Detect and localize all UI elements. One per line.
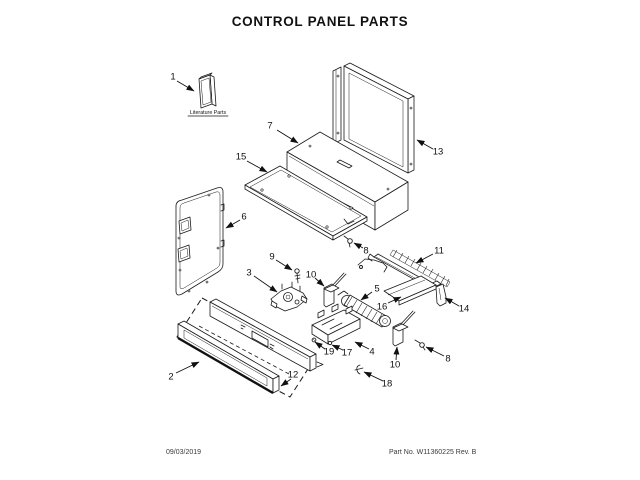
- callout-13: 13: [416, 139, 444, 158]
- callout-3: 3: [246, 268, 278, 293]
- callout-leader-11: [415, 253, 434, 264]
- callout-number-8: 8: [363, 246, 368, 257]
- callout-7: 7: [267, 121, 299, 144]
- callout-leader-6: [225, 219, 241, 229]
- callout-number-14: 14: [459, 304, 470, 315]
- callout-leader-14: [444, 297, 460, 307]
- part-board-mount-3: [270, 281, 308, 312]
- callout-10: 10: [306, 270, 325, 287]
- callout-8: 8: [425, 346, 451, 365]
- callout-number-19: 19: [324, 347, 335, 358]
- callout-leader-1: [176, 80, 195, 92]
- callout-leader-7: [276, 129, 299, 144]
- page-title: CONTROL PANEL PARTS: [232, 14, 409, 29]
- part-bracket-10-left: [323, 272, 347, 308]
- part-screw-8-upper: [343, 235, 353, 248]
- callout-6: 6: [225, 212, 247, 229]
- callout-number-3: 3: [246, 268, 251, 279]
- callout-leader-8: [425, 346, 445, 357]
- callout-leader-8: [353, 242, 364, 250]
- callout-number-17: 17: [342, 348, 353, 359]
- callout-19: 19: [314, 341, 335, 358]
- part-glass-panel-2: [177, 320, 280, 395]
- callout-number-5: 5: [374, 284, 379, 295]
- part-clip-18: [354, 364, 364, 375]
- callout-number-2: 2: [168, 372, 173, 383]
- callout-leader-16: [387, 296, 402, 304]
- callout-11: 11: [415, 246, 444, 264]
- part-bracket-panel-16: [383, 275, 437, 306]
- callout-number-12: 12: [288, 370, 299, 381]
- harness-wire: [357, 258, 388, 273]
- callout-leader-2: [175, 361, 200, 374]
- callout-leader-13: [416, 139, 434, 150]
- callout-number-18: 18: [382, 379, 393, 390]
- callout-number-10: 10: [306, 270, 317, 281]
- footer-part-number: Part No. W11360225 Rev. B: [389, 449, 477, 456]
- callout-leader-15: [246, 160, 268, 173]
- footer-date: 09/03/2019: [166, 449, 201, 456]
- callout-9: 9: [269, 252, 293, 271]
- callout-number-9: 9: [269, 252, 274, 263]
- callout-number-7: 7: [267, 121, 272, 132]
- callout-17: 17: [331, 344, 353, 359]
- part-mounting-bracket-4: [311, 303, 361, 345]
- callout-number-1: 1: [170, 72, 175, 83]
- callout-number-10: 10: [390, 360, 401, 371]
- callout-12: 12: [280, 370, 299, 387]
- callout-leader-4: [354, 341, 370, 350]
- callout-leader-10: [393, 346, 400, 361]
- callout-1: 1: [170, 72, 195, 92]
- callout-15: 15: [236, 152, 268, 173]
- part-display-board-5: [337, 290, 391, 328]
- callout-18: 18: [363, 371, 393, 390]
- callout-number-6: 6: [241, 212, 246, 223]
- callout-8: 8: [353, 242, 369, 257]
- callout-number-13: 13: [433, 147, 444, 158]
- rail-hatching: [392, 249, 450, 287]
- callout-16: 16: [377, 296, 402, 313]
- part-screw-19: [311, 337, 317, 343]
- part-bracket-10-right: [392, 310, 416, 347]
- callout-number-11: 11: [434, 246, 444, 257]
- callout-leader-10: [314, 277, 325, 287]
- part-screw-8-lower: [414, 339, 426, 351]
- callout-number-15: 15: [236, 152, 247, 163]
- part-screw-17: [327, 340, 333, 346]
- callout-number-8: 8: [445, 354, 450, 365]
- callout-10: 10: [390, 346, 401, 371]
- callout-2: 2: [168, 361, 200, 383]
- callout-leader-12: [280, 378, 292, 387]
- callout-leader-3: [253, 275, 278, 293]
- part-side-panel-6: [175, 187, 225, 296]
- callout-leader-18: [363, 371, 384, 382]
- part-literature-pack-1: [198, 72, 217, 109]
- callout-number-4: 4: [369, 347, 374, 358]
- callout-5: 5: [360, 284, 380, 301]
- part-rear-panel-13: [332, 62, 415, 174]
- callout-number-16: 16: [377, 302, 388, 313]
- part-cover-panel-15: [244, 165, 368, 241]
- part-screw-9: [294, 268, 301, 284]
- callout-4: 4: [354, 341, 375, 358]
- callout-leader-5: [360, 291, 373, 301]
- callout-leader-17: [331, 344, 344, 351]
- part-control-panel-12: [209, 298, 317, 372]
- callout-leader-9: [275, 259, 293, 271]
- callout-leader-19: [314, 341, 326, 350]
- callout-14: 14: [444, 297, 470, 315]
- literature-parts-label: Literature Parts: [190, 110, 227, 116]
